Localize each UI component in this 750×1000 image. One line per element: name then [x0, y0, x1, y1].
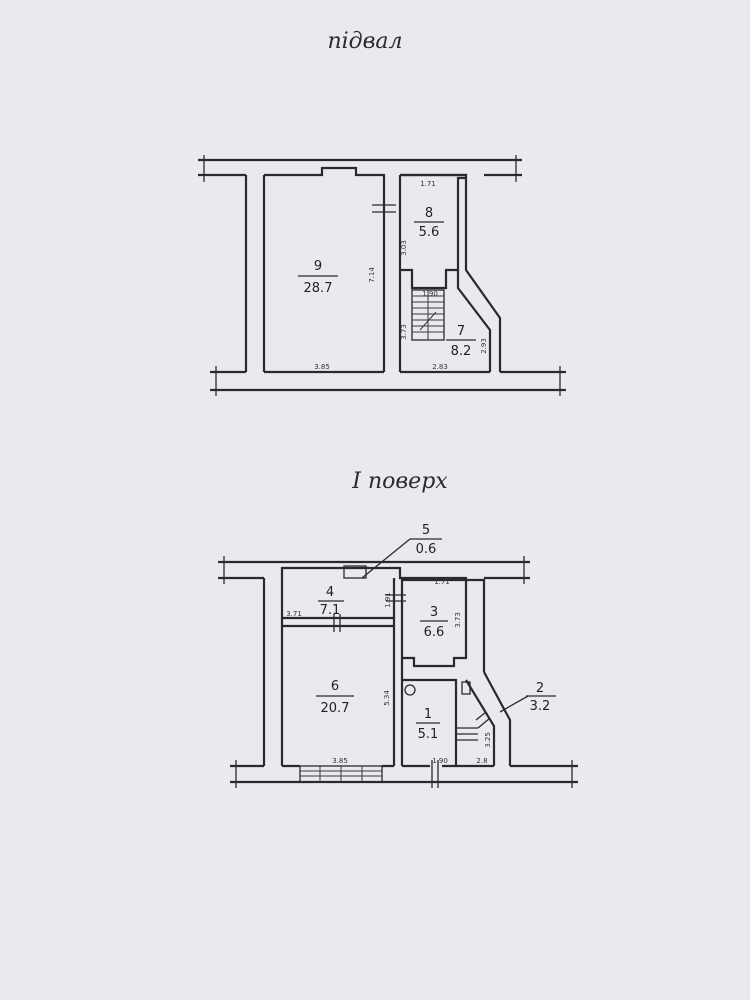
first-floor-title: I поверх: [351, 469, 448, 494]
room-2-fixture: [461, 681, 471, 695]
room-2-number: 2: [536, 681, 544, 696]
room-6-number: 6: [331, 679, 339, 694]
first-dim-6-height: 5.34: [383, 690, 391, 706]
basement-left-wall: [244, 175, 266, 372]
basement-plan: 9 28.7 8 5.6 7 8.2 1.71 7.14 3.03 1.90 3…: [198, 155, 566, 396]
first-dim-4-width: 3.71: [286, 610, 302, 618]
room-1-fixture: [404, 684, 416, 696]
room-4-area: 7.1: [320, 603, 341, 618]
room-7-area: 8.2: [451, 344, 472, 359]
room-7-walls: [456, 178, 502, 372]
room-2-stair-hint: [475, 711, 491, 729]
room-8-number: 8: [425, 206, 433, 221]
room-8-door: [372, 204, 396, 213]
first-dim-2-width: 2.8: [476, 757, 487, 765]
room-6-door: [333, 614, 341, 632]
room-6-area: 20.7: [321, 701, 350, 716]
room-3-walls: [402, 578, 468, 668]
first-dim-6-width: 3.85: [332, 757, 348, 765]
first-floor-plan: 5 0.6: [218, 523, 578, 788]
room-2-walls: [465, 671, 512, 766]
room-1-walls: [402, 678, 458, 766]
first-top-ticks: [223, 556, 525, 584]
first-dim-1-width: 1.90: [432, 757, 448, 765]
room-4-number: 4: [326, 585, 334, 600]
basement-dim-9-height: 7.14: [368, 267, 376, 283]
basement-dim-9-width: 3.85: [314, 363, 330, 371]
basement-bottom-ticks: [215, 366, 561, 396]
room-5-leader: [361, 538, 411, 579]
room-1-hatch: [456, 727, 478, 741]
basement-dim-8-height: 3.03: [400, 240, 408, 256]
room-5-closet: [343, 565, 367, 579]
room-4-6-partition: [282, 616, 394, 628]
room-3-area: 6.6: [424, 625, 445, 640]
basement-dim-7-width: 2.83: [432, 363, 448, 371]
room-8-walls: [400, 173, 468, 290]
basement-top-wall-inner: [198, 166, 522, 185]
first-dim-2-height: 3.25: [484, 732, 492, 748]
room-5-number: 5: [422, 523, 430, 538]
room-9-area: 28.7: [304, 281, 333, 296]
first-dim-4-height: 1.91: [384, 592, 392, 608]
basement-title: підвал: [327, 29, 402, 54]
room-9-number: 9: [314, 259, 322, 274]
room-3-right-wall: [466, 578, 486, 672]
basement-dim-8-width: 1.71: [420, 180, 436, 188]
room-2-area: 3.2: [530, 699, 551, 714]
basement-stairs: [411, 289, 445, 341]
room-2-leader: [499, 695, 529, 713]
room-1-area: 5.1: [418, 727, 439, 742]
room-1-number: 1: [424, 707, 432, 722]
room-5-area: 0.6: [416, 542, 437, 557]
room-8-area: 5.6: [419, 225, 440, 240]
basement-dim-7-left: 3.73: [400, 324, 408, 340]
room-7-number: 7: [457, 324, 465, 339]
first-central-partition: [392, 578, 404, 766]
basement-dim-stair-width: 1.90: [422, 290, 438, 298]
first-bottom-ticks: [235, 760, 573, 788]
first-dim-3-width: 1.71: [434, 578, 450, 586]
basement-partition: [382, 175, 402, 372]
room-3-number: 3: [430, 605, 438, 620]
room-6-window: [299, 765, 383, 783]
room-4-door: [386, 594, 406, 602]
first-dim-3-height: 3.73: [454, 612, 462, 628]
first-left-wall: [262, 578, 284, 766]
basement-dim-7-right: 2.93: [480, 338, 488, 354]
basement-top-ticks: [203, 155, 517, 182]
first-top-wall-inner: [218, 566, 530, 580]
